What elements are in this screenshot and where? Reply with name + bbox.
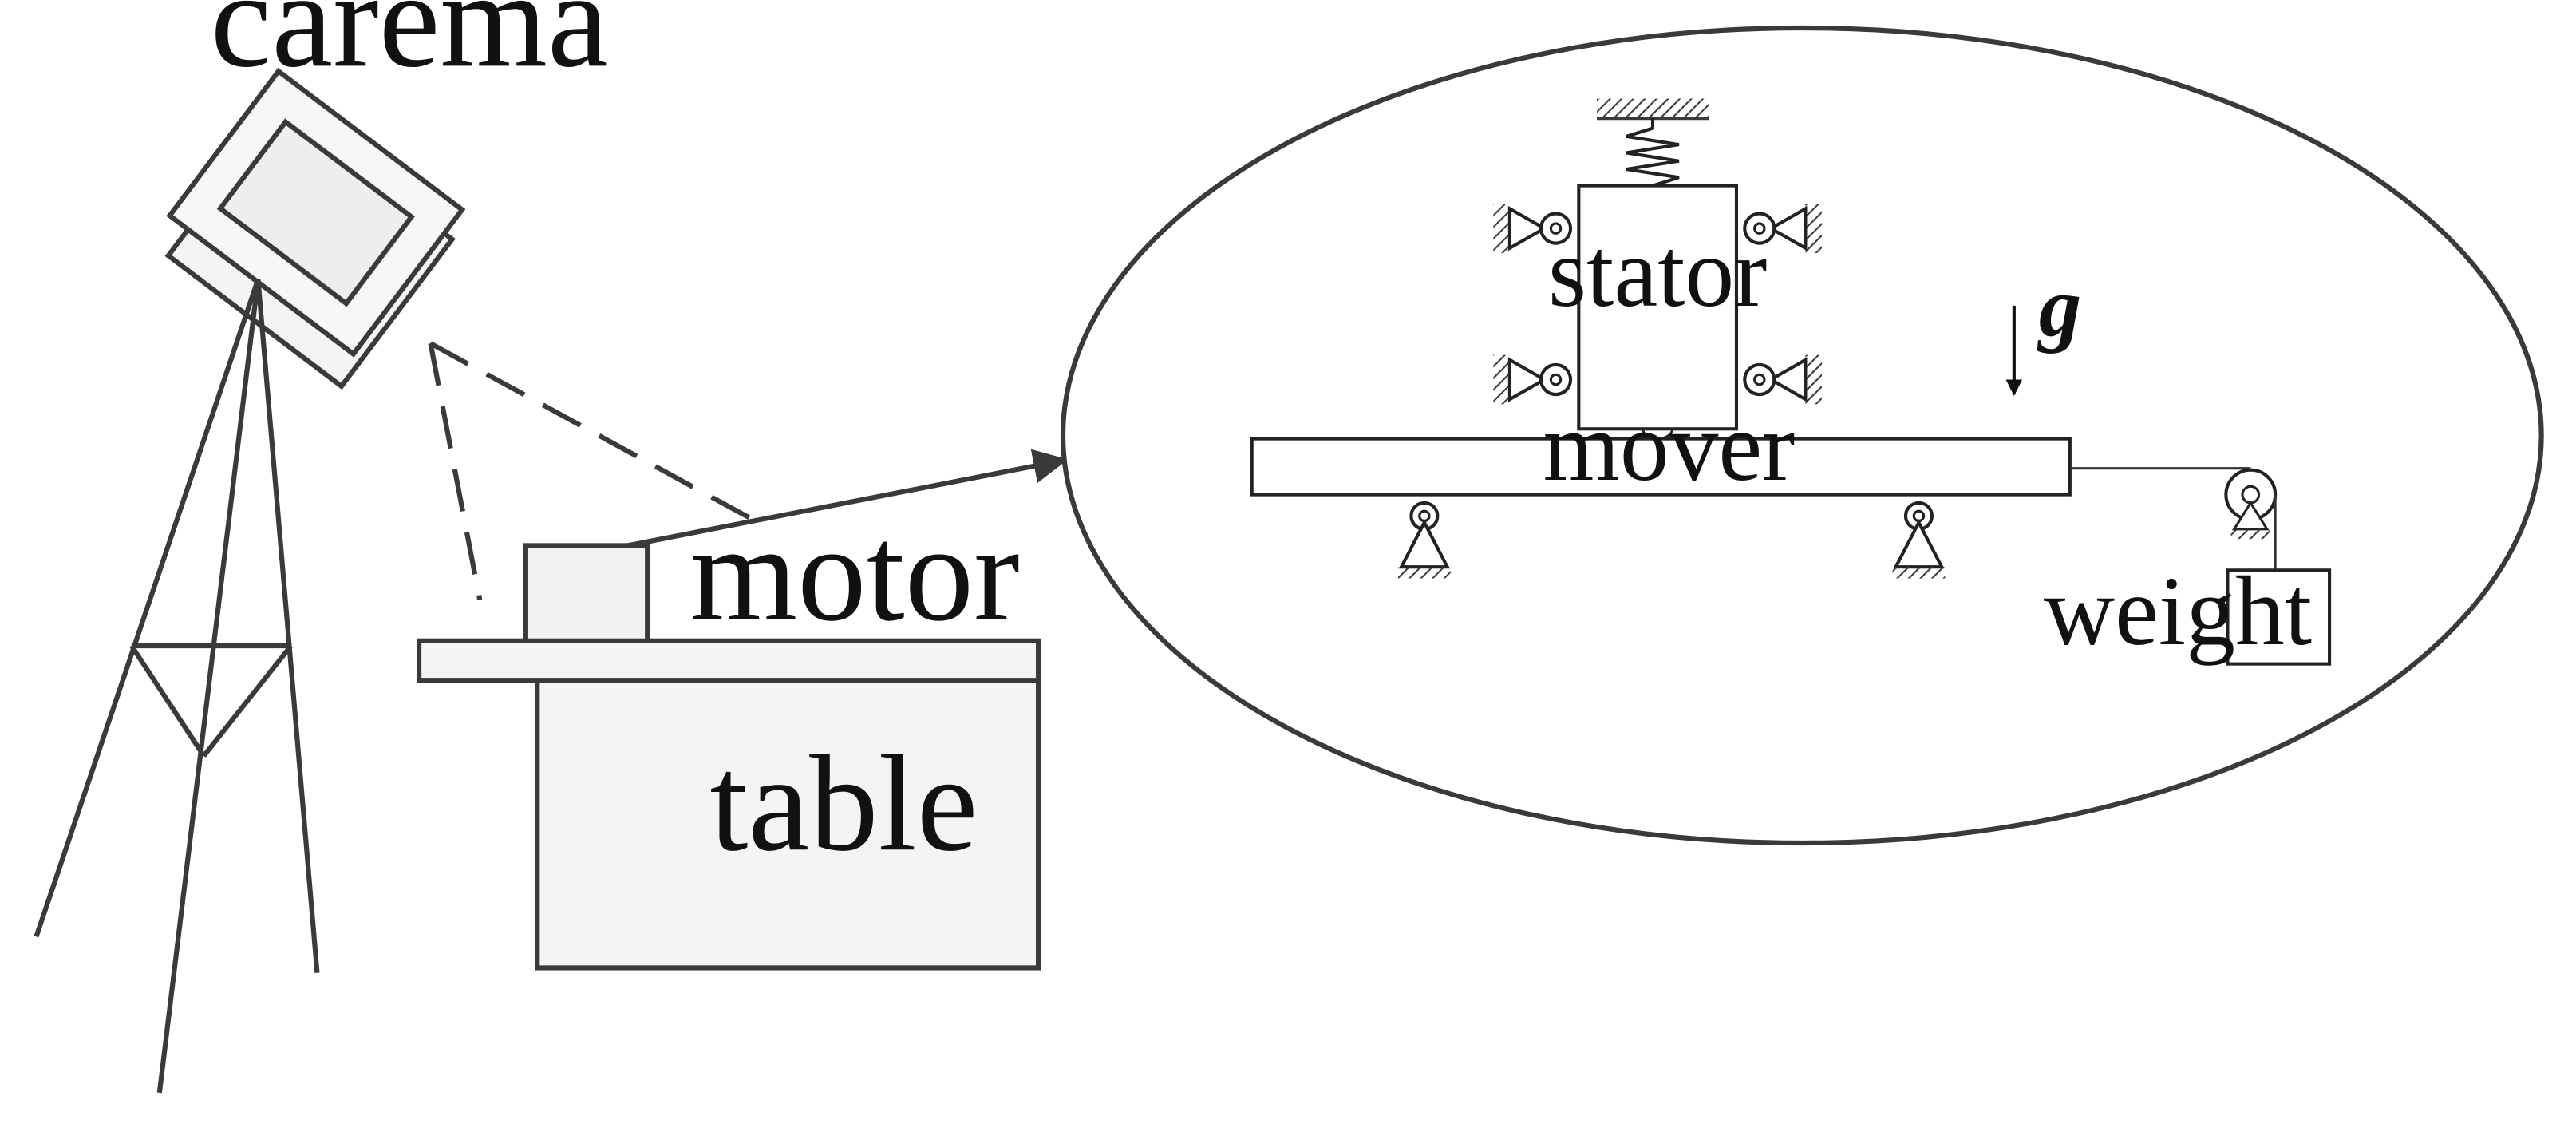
table <box>416 638 1041 971</box>
table-label: table <box>709 727 978 880</box>
roller-support-icon <box>1743 354 1823 405</box>
callout-arrow <box>626 449 1069 548</box>
camera-view-lines <box>428 341 751 600</box>
roller-support-icon <box>1397 501 1451 579</box>
table-top <box>416 638 1041 683</box>
motor-label: motor <box>690 497 1020 650</box>
weight <box>2226 568 2332 666</box>
mover-label: mover <box>1543 392 1796 501</box>
pulley-icon <box>2224 468 2278 540</box>
camera-icon <box>164 67 466 390</box>
stator <box>1577 184 1739 431</box>
gravity-label: g <box>2037 260 2082 354</box>
roller-support-icon <box>1493 354 1573 405</box>
weight-label: weight <box>2044 556 2312 666</box>
tripod-icon <box>34 278 320 1094</box>
stator-label: stator <box>1548 218 1767 327</box>
mover <box>1250 437 2072 497</box>
magnified-view <box>1060 25 2544 846</box>
roller-support-icon <box>1743 204 1823 254</box>
spring-icon <box>1596 98 1709 188</box>
roller-support-icon <box>1493 204 1573 254</box>
roller-support-icon <box>1892 501 1946 579</box>
camera-label: carema <box>211 0 609 96</box>
motor <box>523 543 650 643</box>
